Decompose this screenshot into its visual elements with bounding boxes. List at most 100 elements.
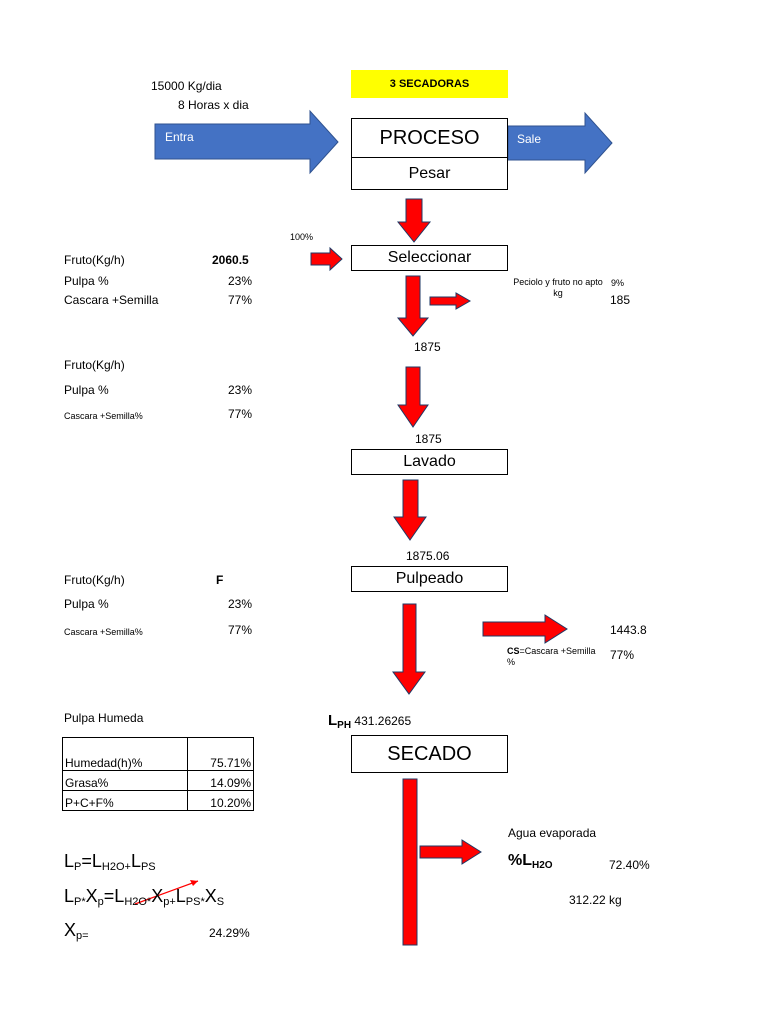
table-row: P+C+F% 10.20% [62, 790, 254, 811]
f2-d: X [151, 886, 164, 906]
evap-percent: 72.40% [609, 858, 650, 872]
sale-label: Sale [517, 132, 542, 146]
cs-percent-sign: % [507, 657, 516, 667]
f2-f-sub: S [216, 896, 225, 908]
f2-eq: =L [103, 886, 125, 906]
f2-e-sub: PS* [185, 896, 205, 908]
input-percent-label: 100% [290, 232, 314, 242]
reject-label: Peciolo y fruto no apto kg [513, 277, 603, 298]
f2-b: X [85, 886, 98, 906]
evap-label-main: %L [508, 852, 532, 869]
table-cell-label: Humedad(h)% [62, 737, 188, 771]
formula-component-balance: LP*Xp=LH2O*Xp+LPS*XS [64, 887, 224, 908]
formula-xp: Xp= [64, 921, 89, 942]
table-row: Humedad(h)% 75.71% [62, 737, 254, 771]
flow-after-wash: 1875.06 [406, 549, 450, 563]
f2-f: X [204, 886, 217, 906]
block1-fruto-label: Fruto(Kg/h) [64, 253, 125, 267]
evap-label: %LH2O [508, 852, 553, 872]
secadoras-banner: 3 SECADORAS [351, 70, 508, 98]
f1-c: L [130, 851, 141, 871]
evap-label-sub: H2O [532, 860, 553, 871]
daily-flow-text: 15000 Kg/dia [151, 79, 222, 93]
agua-evaporada-title: Agua evaporada [508, 826, 597, 840]
arrow-pesar-seleccionar [396, 198, 432, 243]
cs-output-label: CS=Cascara +Semilla [507, 646, 596, 656]
pesar-box: Pesar [351, 157, 508, 190]
f2-c-sub: H2O* [124, 896, 152, 908]
f1-b-sub: H2O+ [101, 861, 131, 873]
f1-c-sub: PS [140, 861, 156, 873]
table-cell-value: 75.71% [187, 737, 254, 771]
block1-pulpa-value: 23% [227, 274, 252, 288]
block1-cascara-value: 77% [227, 293, 252, 307]
entra-blue-arrow [154, 109, 339, 175]
arrow-pulpeado-down [392, 603, 426, 695]
pulpa-humeda-table: Humedad(h)% 75.71% Grasa% 14.09% P+C+F% … [62, 737, 254, 811]
block3-pulpa-label: Pulpa % [64, 597, 109, 611]
secado-down-bar [402, 778, 418, 946]
sale-blue-arrow [507, 111, 613, 175]
cs-output-value: 1443.8 [610, 623, 647, 637]
f2-d-sub: p+ [163, 896, 176, 908]
arrow-cs-output [482, 614, 568, 644]
flow-after-select: 1875 [414, 340, 441, 354]
formula-strike-line [134, 880, 199, 905]
block2-pulpa-label: Pulpa % [64, 383, 109, 397]
table-cell-label: Grasa% [62, 770, 188, 791]
table-cell-label: P+C+F% [62, 790, 188, 811]
secado-box: SECADO [351, 735, 508, 773]
seleccionar-box: Seleccionar [351, 245, 508, 271]
block2-pulpa-value: 23% [227, 383, 252, 397]
hours-per-day-text: 8 Horas x dia [178, 98, 249, 112]
lph-subscript: PH [337, 720, 352, 731]
lavado-box: Lavado [351, 449, 508, 475]
lph-label: LPH 431.26265 [328, 712, 411, 732]
lph-value: 431.26265 [354, 714, 412, 728]
pulpeado-box: Pulpeado [351, 566, 508, 592]
f2-e: L [175, 886, 186, 906]
cs-output-percent: 77% [610, 648, 635, 662]
cs-bold-label: CS [507, 646, 520, 656]
xp-value: 24.29% [209, 926, 250, 940]
f1-a-sub: P [74, 861, 82, 873]
arrow-1875-down [397, 366, 429, 428]
block1-fruto-value: 2060.5 [212, 253, 249, 267]
flow-before-wash: 1875 [415, 432, 442, 446]
block2-cascara-label: Cascara +Semilla% [64, 411, 143, 421]
arrow-evaporada [419, 839, 482, 865]
block2-cascara-value: 77% [227, 407, 252, 421]
f1-eq: =L [81, 851, 102, 871]
f2-b-sub: p [97, 896, 104, 908]
lph-letter: L [328, 712, 338, 729]
pulpa-humeda-title: Pulpa Humeda [64, 711, 144, 725]
arrow-lavado-down [393, 479, 427, 541]
table-row: Grasa% 14.09% [62, 770, 254, 791]
reject-kg: 185 [610, 293, 631, 307]
evap-kg: 312.22 kg [569, 893, 622, 907]
f3-a: X [64, 920, 77, 940]
arrow-reject [429, 292, 472, 310]
cs-rest-label: =Cascara +Semilla [519, 646, 596, 656]
proceso-box: PROCESO [351, 118, 508, 158]
block3-pulpa-value: 23% [227, 597, 252, 611]
block3-cascara-value: 77% [227, 623, 252, 637]
block2-fruto-label: Fruto(Kg/h) [64, 358, 125, 372]
table-cell-value: 14.09% [187, 770, 254, 791]
f2-a-sub: P* [74, 896, 86, 908]
block1-cascara-label: Cascara +Semilla [64, 293, 159, 307]
entra-label: Entra [165, 130, 194, 144]
reject-percent: 9% [611, 278, 625, 288]
block1-pulpa-label: Pulpa % [64, 274, 109, 288]
formula-strike-arrowhead [190, 880, 198, 886]
block3-fruto-label: Fruto(Kg/h) [64, 573, 125, 587]
f2-a: L [64, 886, 75, 906]
table-cell-value: 10.20% [187, 790, 254, 811]
arrow-input-seleccionar [310, 246, 343, 272]
arrow-seleccionar-down [396, 275, 430, 337]
formula-mass-balance: LP=LH2O+LPS [64, 852, 156, 873]
block3-fruto-value: F [216, 573, 224, 587]
f3-a-sub: p= [76, 930, 89, 942]
block3-cascara-label: Cascara +Semilla% [64, 627, 143, 637]
